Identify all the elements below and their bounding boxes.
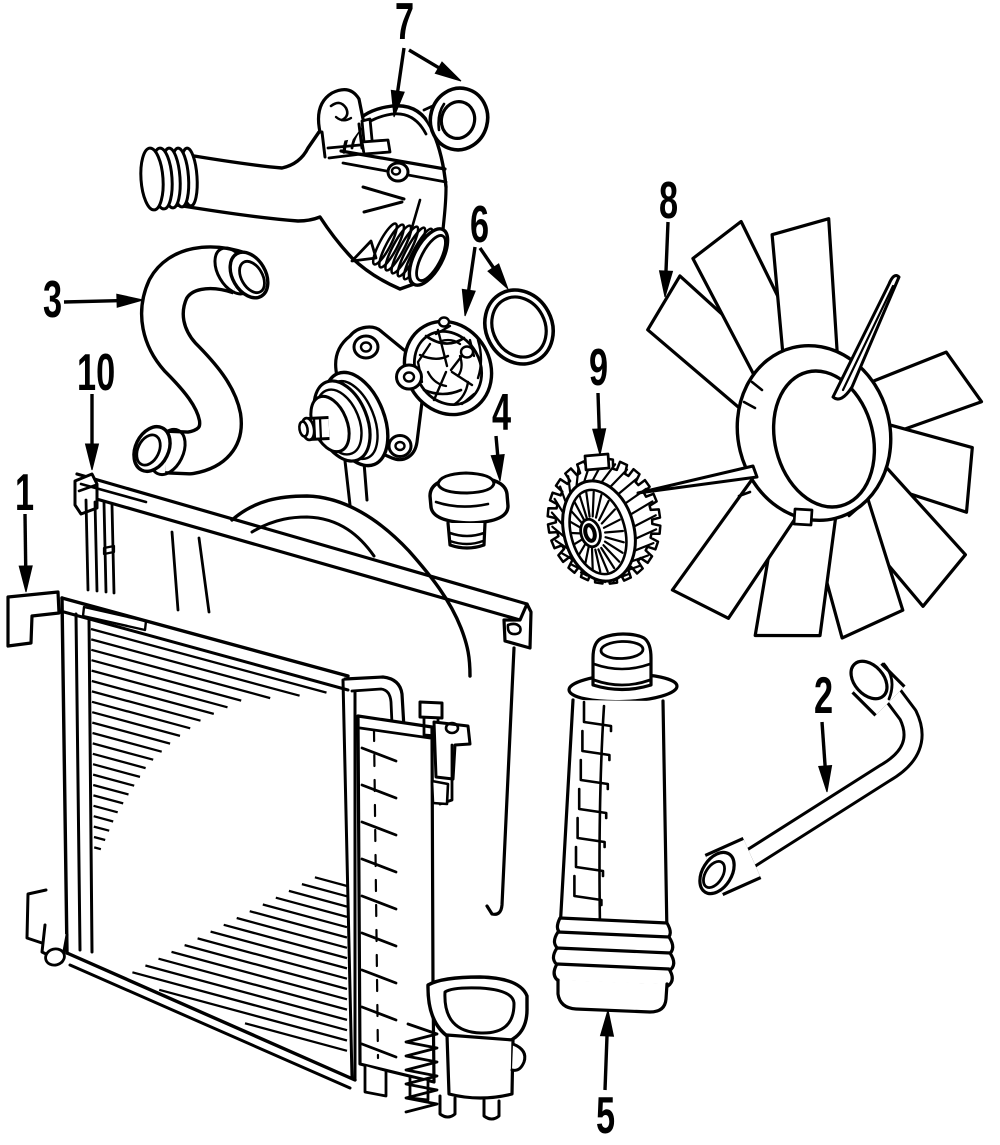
svg-text:8: 8: [659, 172, 678, 230]
svg-text:7: 7: [395, 0, 414, 51]
svg-text:2: 2: [814, 667, 833, 725]
svg-text:5: 5: [596, 1087, 615, 1140]
svg-text:1: 1: [15, 464, 34, 522]
svg-text:10: 10: [77, 344, 115, 402]
svg-text:4: 4: [492, 384, 511, 442]
svg-text:3: 3: [43, 271, 62, 329]
svg-text:6: 6: [470, 196, 489, 254]
svg-text:9: 9: [589, 339, 608, 397]
